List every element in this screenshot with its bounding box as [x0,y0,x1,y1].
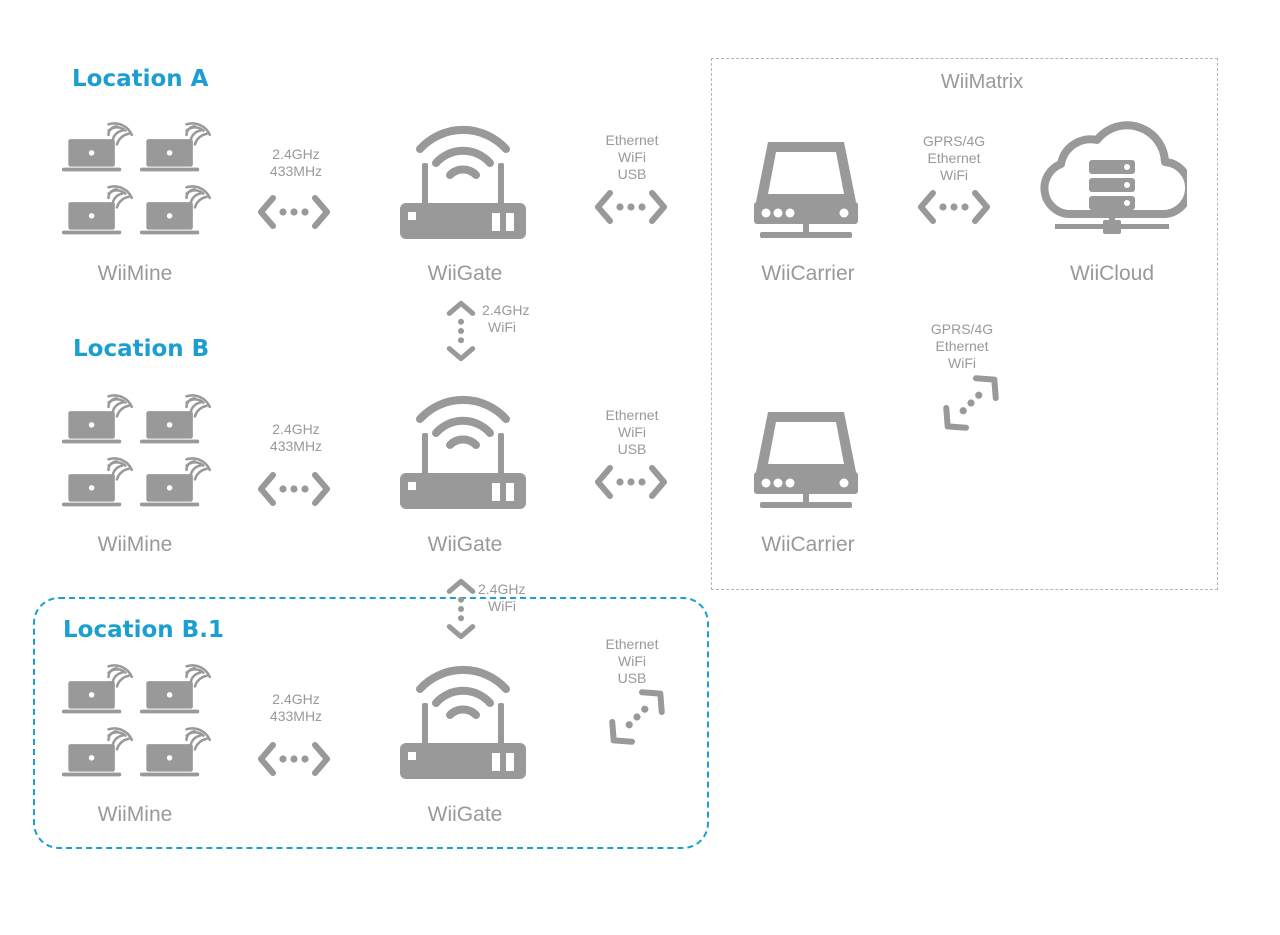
location-a-title: Location A [72,66,209,92]
laptop-icon [140,392,214,445]
laptop-icon [140,725,214,778]
location-b-title: Location B [73,336,210,362]
cloud-server-icon [1037,118,1187,243]
laptop-icon [62,455,136,508]
bidirectional-arrow-icon [257,472,331,506]
laptop-icon [62,662,136,715]
bidirectional-arrow-icon [257,195,331,229]
wiimatrix-title: WiiMatrix [940,71,1024,93]
wiigate-label: WiiGate [427,262,503,285]
bidirectional-arrow-icon [257,742,331,776]
laptop-icon [140,183,214,236]
router-icon [398,655,528,780]
laptop-icon [62,392,136,445]
wiimine-label: WiiMine [97,803,173,826]
laptop-icon [62,120,136,173]
wiimine-label: WiiMine [97,533,173,556]
wiicloud-label: WiiCloud [1069,262,1155,285]
carrier-icon [752,410,862,510]
wiigate-label: WiiGate [427,533,503,556]
laptop-icon [62,725,136,778]
wiicarrier-label: WiiCarrier [761,262,855,285]
router-icon [398,115,528,240]
location-b1-title: Location B.1 [63,617,224,643]
laptop-icon [62,183,136,236]
laptop-icon [140,120,214,173]
laptop-icon [140,662,214,715]
diagonal-arrow-icon [600,680,674,754]
wiicarrier-label: WiiCarrier [761,533,855,556]
router-icon [398,385,528,510]
wiigate-label: WiiGate [427,803,503,826]
bidirectional-arrow-icon [594,190,668,224]
bidirectional-arrow-icon [594,465,668,499]
wiimine-label: WiiMine [97,262,173,285]
diagonal-arrow-icon [934,366,1008,440]
bidirectional-arrow-icon [917,190,991,224]
vertical-arrow-icon [444,300,478,362]
carrier-icon [752,140,862,240]
laptop-icon [140,455,214,508]
vertical-arrow-icon [444,578,478,640]
wiimatrix-group: WiiMatrix [711,58,1218,590]
location-b1-group [33,597,709,849]
